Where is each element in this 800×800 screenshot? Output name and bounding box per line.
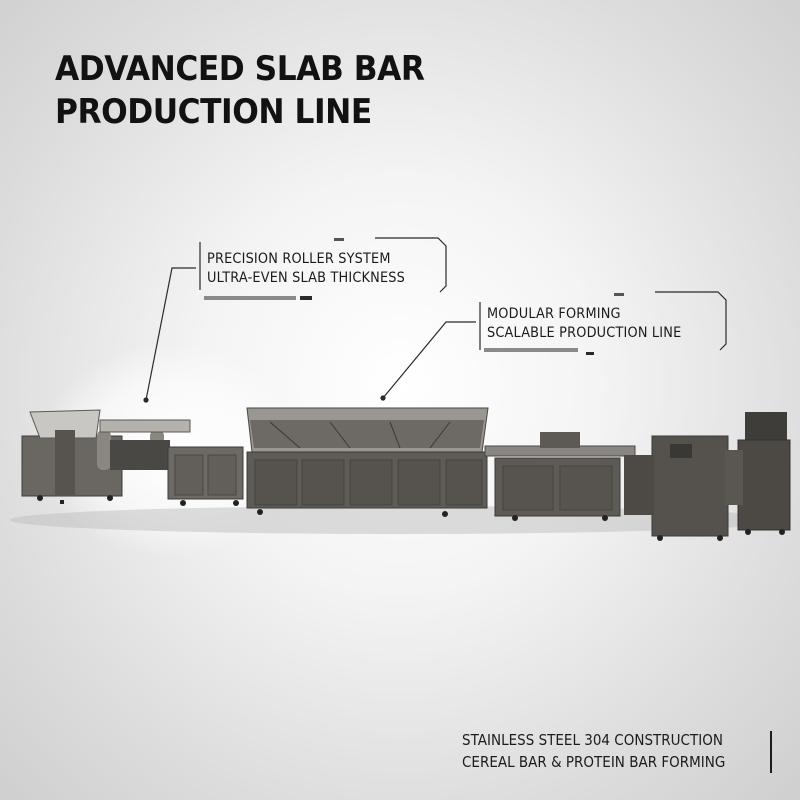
callout-1-line-1: PRECISION ROLLER SYSTEM xyxy=(207,251,391,267)
tunnel-unit xyxy=(246,407,489,517)
headline-line-2: PRODUCTION LINE xyxy=(55,92,372,132)
cabinet-unit xyxy=(167,446,244,506)
callout-1-line-2: ULTRA-EVEN SLAB THICKNESS xyxy=(207,270,406,286)
headline-line-1: ADVANCED SLAB BAR xyxy=(55,49,425,89)
callout-2-frame xyxy=(380,291,727,401)
footer-line-2: CEREAL BAR & PROTEIN BAR FORMING xyxy=(462,753,726,771)
footer-features: STAINLESS STEEL 304 CONSTRUCTION CEREAL … xyxy=(462,729,725,773)
callout-modular-forming: MODULAR FORMING SCALABLE PRODUCTION LINE xyxy=(487,305,681,343)
cutter-unit xyxy=(725,412,791,535)
footer-divider xyxy=(770,731,772,773)
footer-line-1: STAINLESS STEEL 304 CONSTRUCTION xyxy=(462,731,723,749)
control-cabinet xyxy=(624,435,729,541)
callout-2-line-1: MODULAR FORMING xyxy=(487,306,621,322)
forming-unit xyxy=(484,432,636,521)
callout-1-frame xyxy=(143,237,447,403)
callout-2-line-2: SCALABLE PRODUCTION LINE xyxy=(487,325,682,341)
headline: ADVANCED SLAB BAR PRODUCTION LINE xyxy=(55,48,533,134)
roller-unit xyxy=(21,409,191,504)
callout-roller-system: PRECISION ROLLER SYSTEM ULTRA-EVEN SLAB … xyxy=(207,250,405,288)
